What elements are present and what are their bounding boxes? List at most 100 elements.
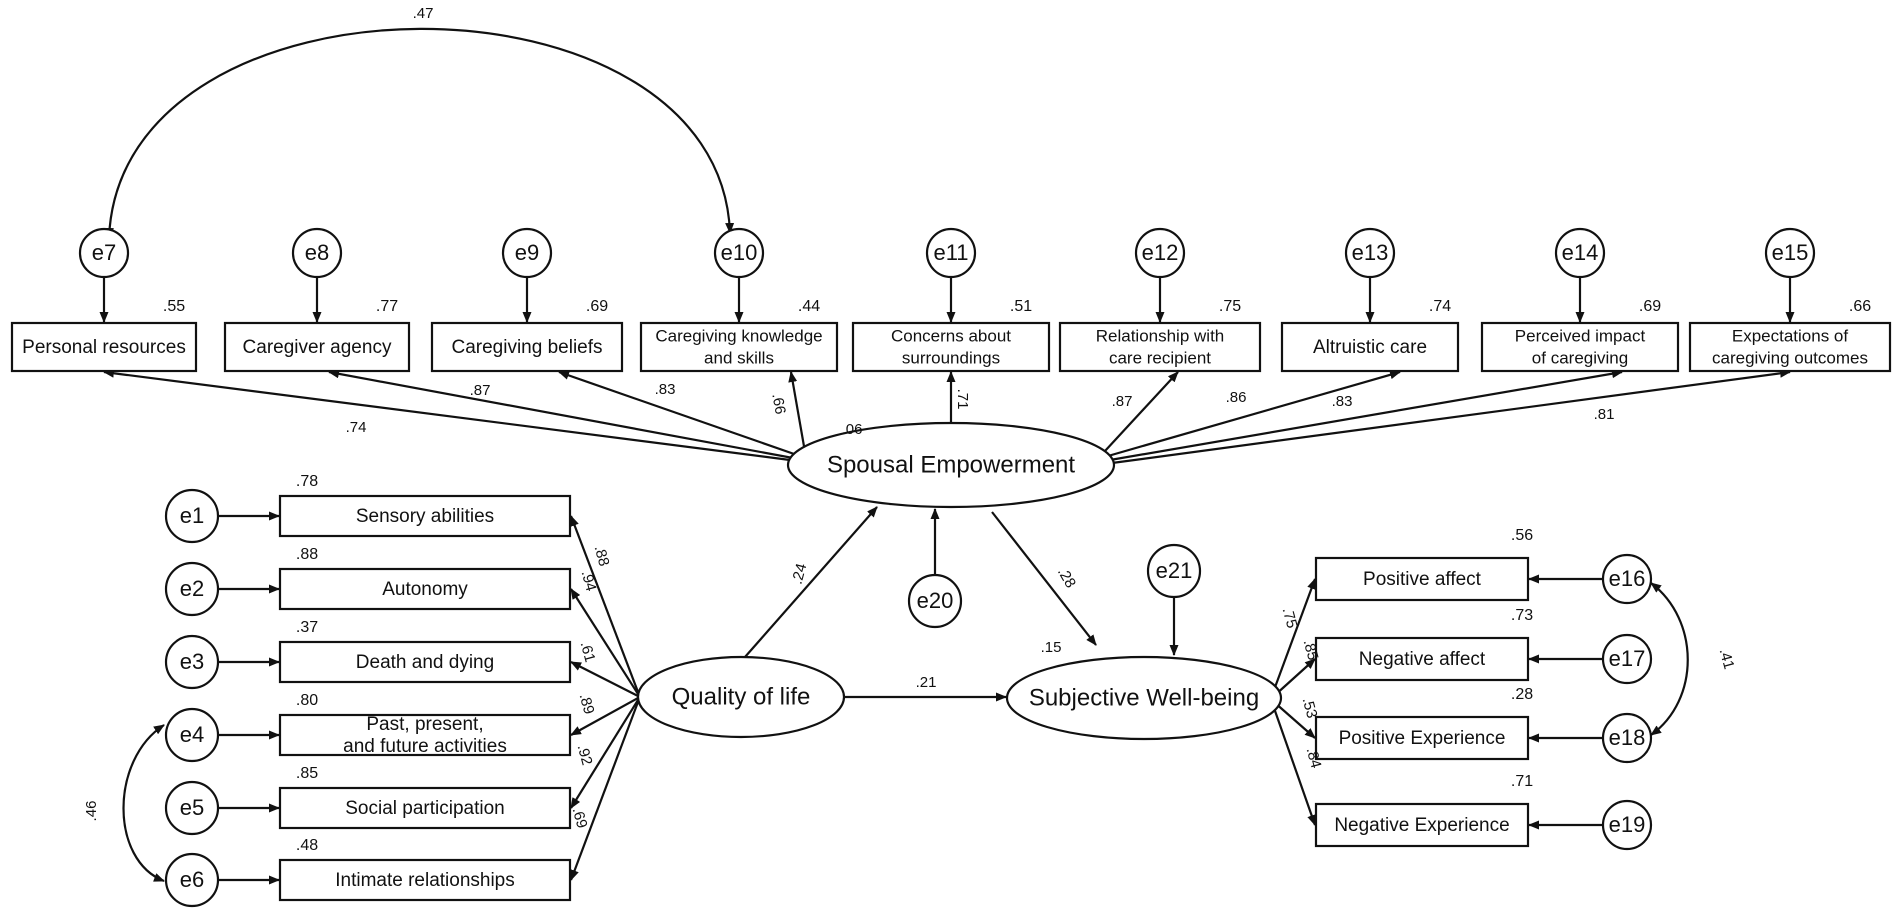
error-e17-label: e17: [1609, 646, 1646, 671]
error-e9: [501, 227, 553, 279]
loading-arrow-swb-1: [1273, 658, 1316, 697]
loading-arrow-top-6: [1107, 370, 1401, 458]
indicator-top-3: [639, 321, 839, 373]
loading-qol-3: .89: [576, 692, 598, 717]
error-e10: [713, 227, 765, 279]
loading-qol-0: .88: [591, 544, 613, 569]
indicator-qol-5: [278, 858, 572, 902]
cov-e7-e10: .47: [413, 5, 434, 22]
indicator-swb-1-label: Negative affect: [1359, 649, 1486, 670]
error-e12-label: e12: [1142, 240, 1179, 265]
error-e17: [1601, 633, 1653, 685]
indicator-swb-1: [1314, 636, 1530, 682]
indicator-qol-3-label-line2: and future activities: [343, 736, 507, 757]
r2-top-1: .77: [376, 298, 398, 315]
r2-qol-1: .88: [296, 546, 318, 563]
loading-qol-5: .69: [569, 806, 591, 831]
error-e5: [164, 780, 220, 836]
latent-qol: [636, 655, 846, 739]
loading-arrow-top-7: [1109, 369, 1623, 462]
indicator-top-0-label: Personal resources: [22, 337, 186, 358]
indicator-top-2: [430, 321, 624, 373]
error-e16: [1601, 553, 1653, 605]
indicator-qol-3-label-line1: Past, present,: [366, 714, 483, 735]
coef-qol-to-spouse: .24: [789, 562, 811, 587]
error-e20-label: e20: [917, 588, 954, 613]
r2-qol-0: .78: [296, 473, 318, 490]
indicator-qol-0: [278, 494, 572, 538]
error-e6: [164, 852, 220, 908]
indicator-top-4: [851, 321, 1051, 373]
r2-qol-3: .80: [296, 692, 318, 709]
indicator-top-5: [1058, 321, 1262, 373]
loading-arrow-top-2: [558, 370, 798, 457]
loading-top-0: .74: [346, 419, 367, 436]
latent-swb: [1005, 655, 1283, 741]
indicator-top-1-label: Caregiver agency: [243, 337, 392, 358]
error-e1-label: e1: [180, 503, 204, 528]
error-e11: [925, 227, 977, 279]
r2-swb-3: .71: [1511, 773, 1533, 790]
indicator-top-3-label-line2: and skills: [704, 348, 774, 367]
loading-arrow-top-5: [1104, 371, 1179, 452]
loading-top-3: .66: [768, 392, 788, 415]
loading-swb-1: .85: [1300, 638, 1322, 663]
indicator-top-6: [1280, 321, 1460, 373]
covariance-e7-e10: [104, 27, 735, 239]
indicator-top-1: [223, 321, 411, 373]
loading-top-1: .87: [470, 382, 491, 399]
error-e15: [1764, 227, 1816, 279]
error-e15-label: e15: [1772, 240, 1809, 265]
loading-top-8: .81: [1594, 406, 1615, 423]
loading-arrow-swb-0: [1272, 578, 1317, 691]
loading-swb-2: .53: [1299, 696, 1321, 721]
r2-swb-2: .28: [1511, 686, 1533, 703]
error-e3: [164, 634, 220, 690]
latent-qol-label: Quality of life: [672, 683, 811, 710]
indicator-qol-2-label: Death and dying: [356, 652, 494, 673]
indicator-top-4-label-line2: surroundings: [902, 348, 1000, 367]
covariance-e16-e18: [1650, 582, 1689, 736]
error-e2: [164, 561, 220, 617]
error-e2-label: e2: [180, 576, 204, 601]
error-e16-label: e16: [1609, 566, 1646, 591]
error-e10-label: e10: [721, 240, 758, 265]
indicator-qol-0-label: Sensory abilities: [356, 506, 494, 527]
loading-arrow-qol-2: [570, 661, 639, 697]
indicator-qol-5-label: Intimate relationships: [335, 870, 515, 891]
indicator-qol-4-label: Social participation: [345, 798, 504, 819]
indicator-qol-4: [278, 786, 572, 830]
loading-arrow-top-3: [788, 371, 807, 453]
error-e4: [164, 707, 220, 763]
latent-swb-label: Subjective Well-being: [1029, 684, 1259, 711]
loading-arrow-qol-4: [570, 699, 639, 809]
indicator-top-2-label: Caregiving beliefs: [451, 337, 602, 358]
loading-top-4: .71: [954, 389, 971, 410]
loading-swb-0: .75: [1279, 606, 1301, 631]
error-e4-label: e4: [180, 722, 204, 747]
loading-arrow-qol-3: [570, 697, 639, 736]
error-e14: [1554, 227, 1606, 279]
coef-spouse-to-swb: .28: [1054, 564, 1079, 591]
loading-arrow-top-0: [103, 368, 791, 462]
indicator-swb-0: [1314, 556, 1530, 602]
indicator-top-7-label-line2: of caregiving: [1532, 348, 1628, 367]
indicator-top-7: [1480, 321, 1680, 373]
r2-qol-5: .48: [296, 837, 318, 854]
indicator-top-8-label-line2: caregiving outcomes: [1712, 348, 1868, 367]
indicator-top-5-label-line1: Relationship with: [1096, 326, 1225, 345]
r2-top-2: .69: [586, 298, 608, 315]
indicator-top-7-label-line1: Perceived impact: [1515, 326, 1646, 345]
loading-arrow-qol-5: [569, 701, 640, 881]
loading-arrow-qol-1: [570, 588, 639, 695]
error-e20: [907, 573, 963, 629]
cov-e4-e6: .46: [83, 801, 100, 822]
indicator-top-0: [10, 321, 198, 373]
r2-top-6: .74: [1429, 298, 1451, 315]
error-e13-label: e13: [1352, 240, 1389, 265]
loading-top-2: .83: [655, 381, 676, 398]
error-e19: [1601, 799, 1653, 851]
indicator-swb-2-label: Positive Experience: [1339, 728, 1506, 749]
loading-top-6: .86: [1226, 389, 1247, 406]
